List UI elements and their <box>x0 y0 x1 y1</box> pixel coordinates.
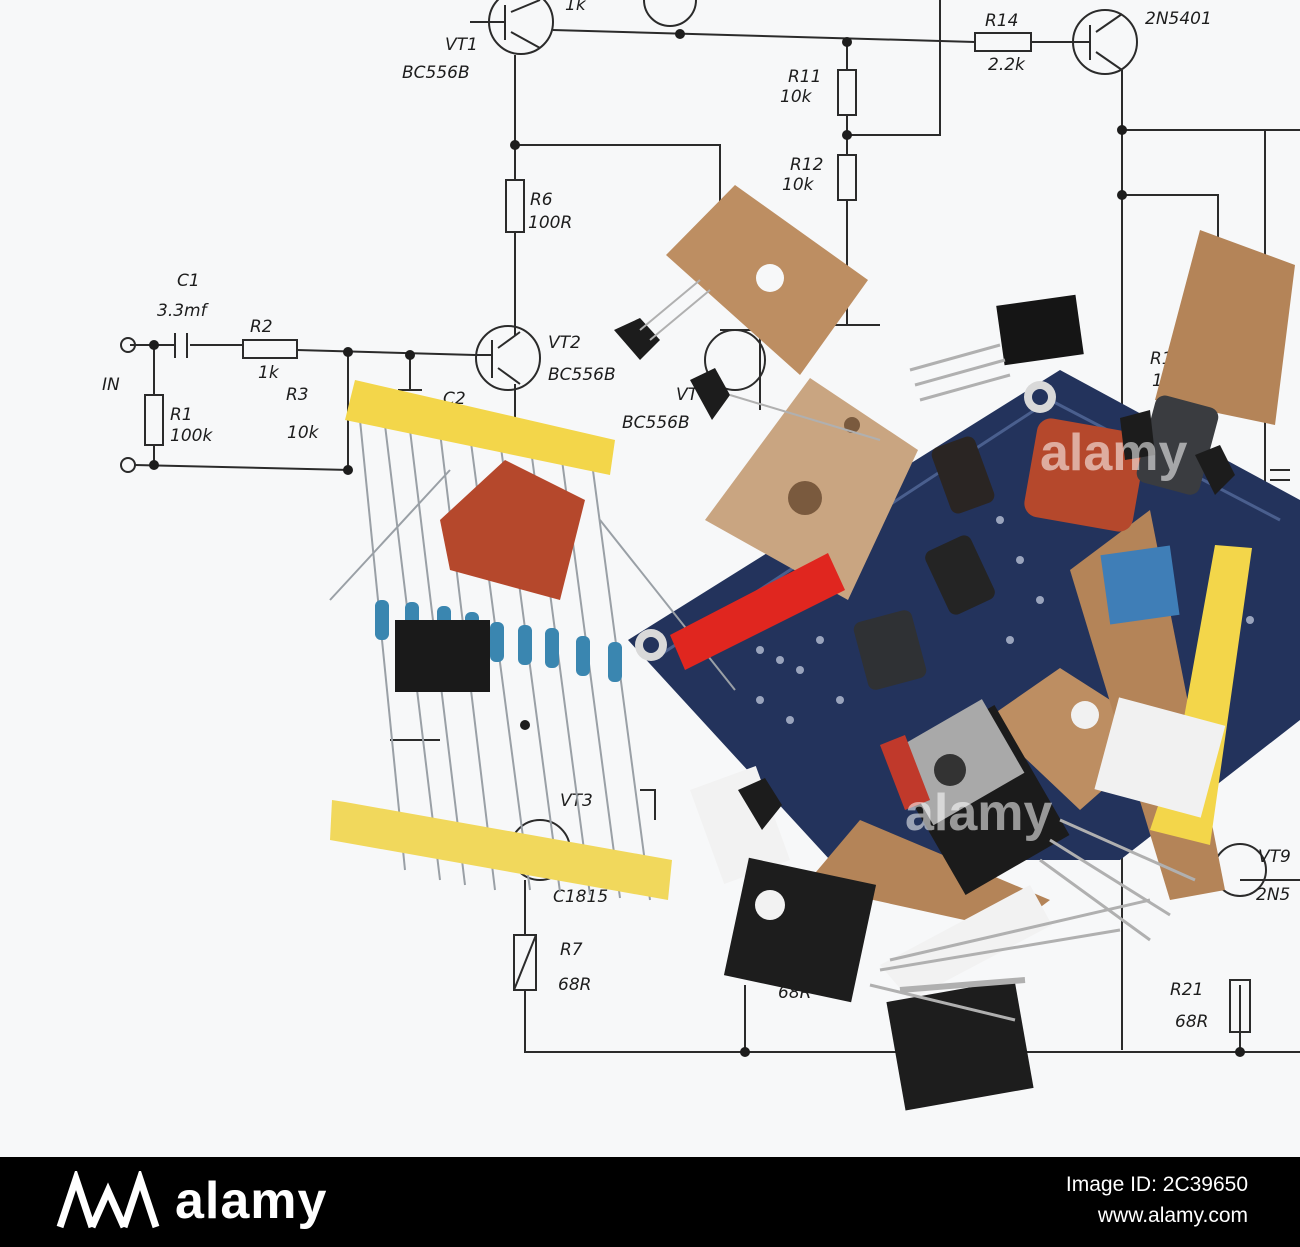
label-in: IN <box>102 375 120 395</box>
label-2n5401: 2N5401 <box>1145 9 1212 29</box>
label-vt3: VT3 <box>560 791 593 811</box>
brand-name: alamy <box>175 1172 328 1230</box>
label-r21-value: 68R <box>1175 1012 1208 1032</box>
capacitors <box>440 395 1219 690</box>
label-vt2-part: BC556B <box>548 365 616 385</box>
label-r2-value: 1k <box>258 363 280 383</box>
watermark-center: alamy <box>905 784 1053 842</box>
label-r21: R21 <box>1170 980 1203 1000</box>
photo-electronic-components-on-schematic: VT1 BC556B 1k R14 2.2k 2N5401 R11 10k R1… <box>102 0 1300 1111</box>
label-r12-value: 10k <box>782 175 815 195</box>
schematic-labels: VT1 BC556B 1k R14 2.2k 2N5401 R11 10k R1… <box>102 0 1291 1032</box>
schematic-junctions <box>149 29 1245 1057</box>
photo-illustration: VT1 BC556B 1k R14 2.2k 2N5401 R11 10k R1… <box>102 0 1300 1111</box>
image-id: Image ID: 2C39650 <box>1065 1173 1248 1196</box>
footer-bar: alamy Image ID: 2C39650 www.alamy.com <box>0 1157 1300 1247</box>
label-vt-part: BC556B <box>622 413 690 433</box>
label-r3-value: 10k <box>287 423 320 443</box>
label-vt9: VT9 <box>1258 847 1291 867</box>
label-r7: R7 <box>560 940 583 960</box>
label-r14: R14 <box>985 11 1018 31</box>
label-r11: R11 <box>788 67 821 87</box>
label-vt: VT <box>676 385 700 405</box>
label-c1: C1 <box>177 271 200 291</box>
watermark-top: alamy <box>1040 424 1188 482</box>
label-r6-value: 100R <box>528 213 572 233</box>
power-transistors <box>723 294 1196 1111</box>
label-r1-value: 100k <box>170 426 213 446</box>
label-r3: R3 <box>286 385 309 405</box>
label-vt2: VT2 <box>548 333 581 353</box>
label-r2: R2 <box>250 317 273 337</box>
label-vt9-part: 2N5 <box>1256 885 1290 905</box>
label-vt1: VT1 <box>445 35 478 55</box>
small-transistors <box>614 279 1235 830</box>
label-r1: R1 <box>170 405 193 425</box>
label-r12: R12 <box>790 155 823 175</box>
label-r14-value: 2.2k <box>988 55 1026 75</box>
label-r6: R6 <box>530 190 553 210</box>
label-vt1-part: BC556B <box>402 63 470 83</box>
alamy-logo-icon <box>56 1171 160 1229</box>
label-r11-value: 10k <box>780 87 813 107</box>
watermarks: alamy alamy <box>905 424 1188 842</box>
label-r7-value: 68R <box>558 975 591 995</box>
label-c1-value: 3.3mf <box>157 301 210 321</box>
image-info: Image ID: 2C39650 www.alamy.com <box>1066 1169 1248 1231</box>
site-url: www.alamy.com <box>1097 1204 1248 1227</box>
label-top-1k: 1k <box>565 0 587 15</box>
resistor-tape-strip <box>329 380 736 901</box>
label-c1815: C1815 <box>553 887 608 907</box>
